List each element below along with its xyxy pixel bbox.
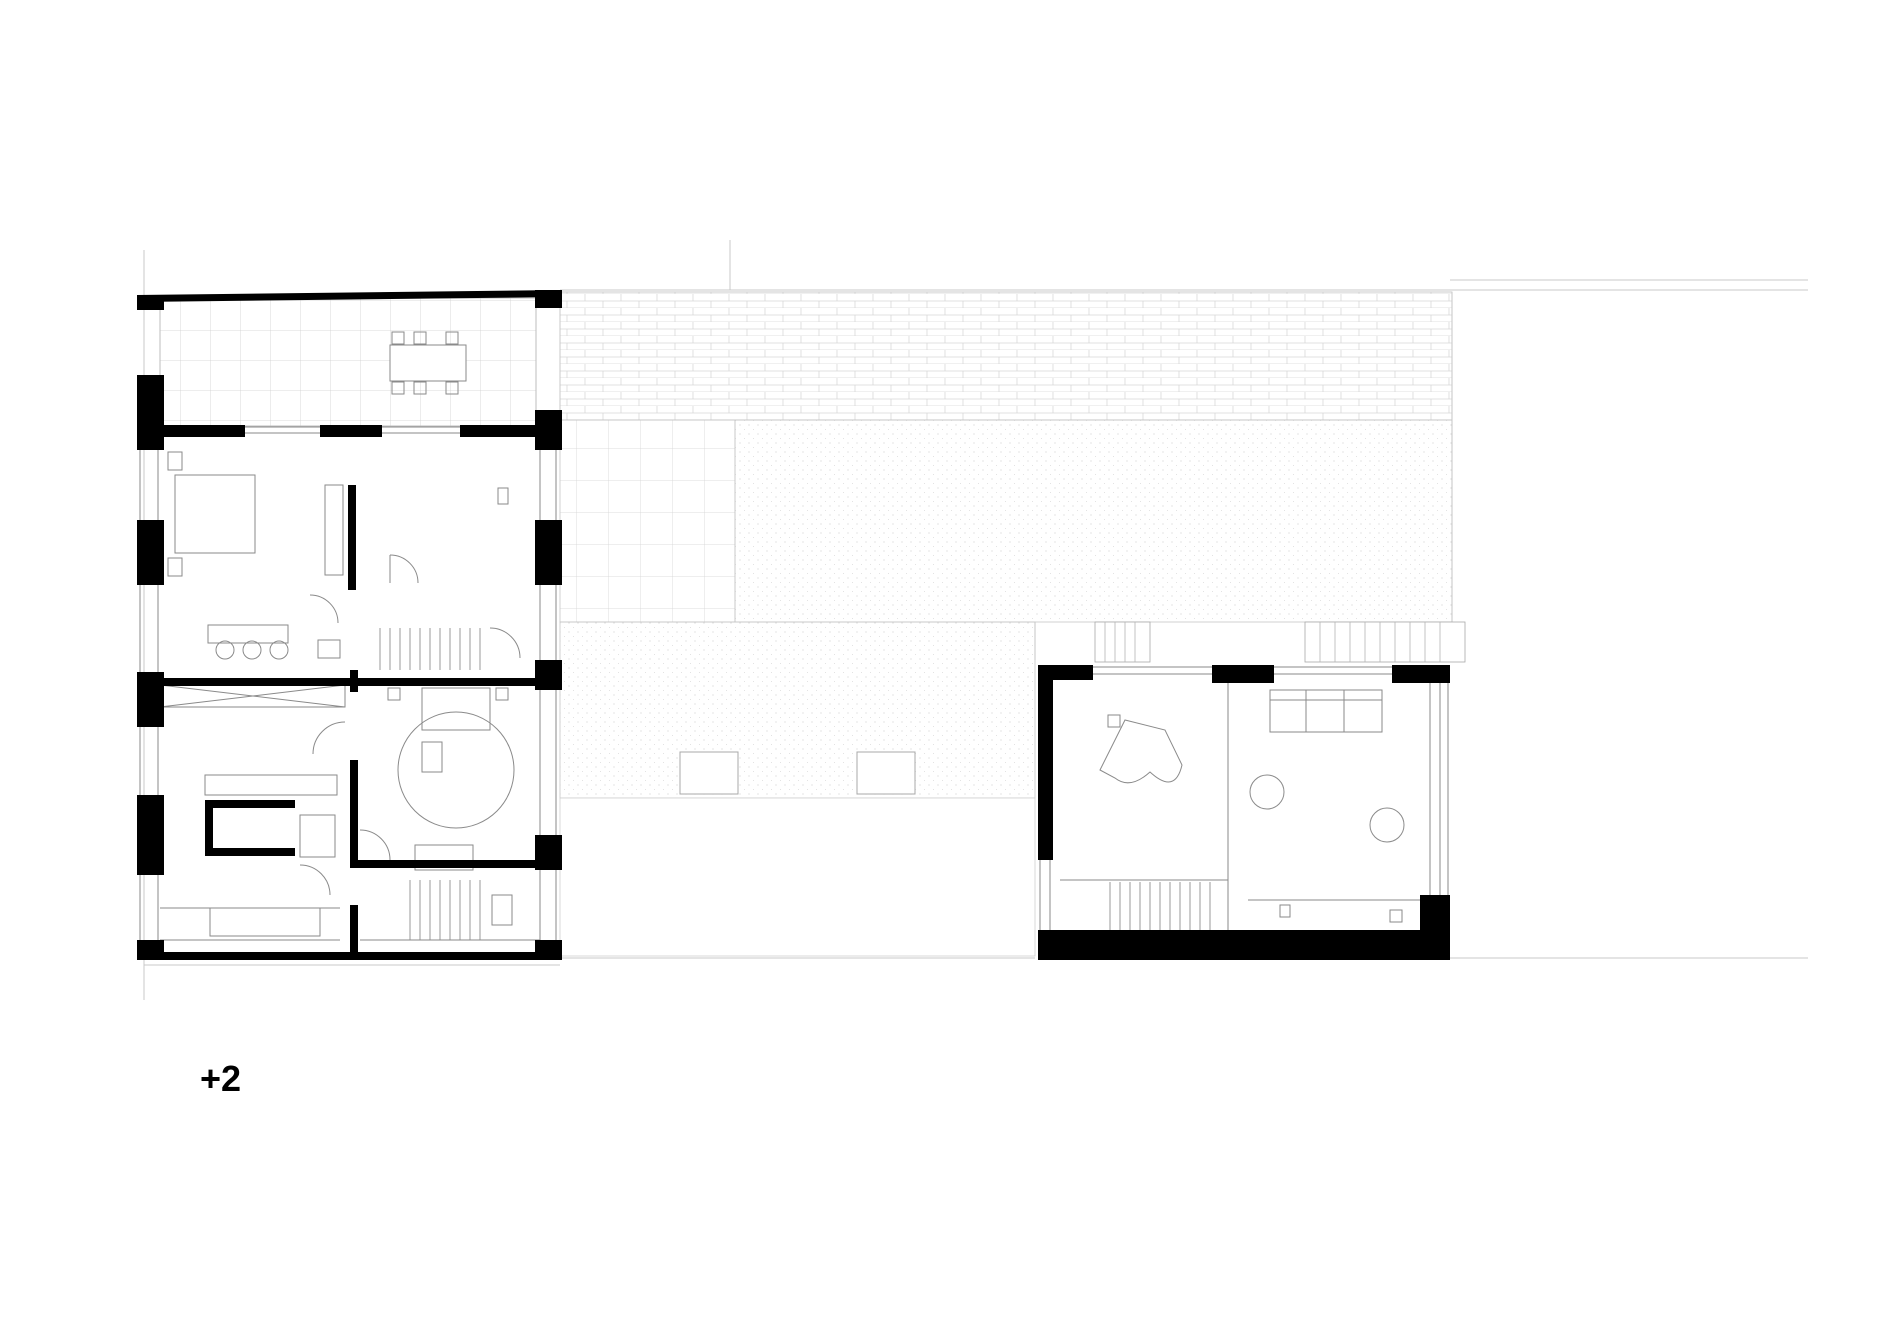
annex-walls bbox=[1038, 665, 1450, 960]
annex-windows bbox=[1039, 666, 1449, 930]
annex-interior bbox=[1060, 680, 1431, 940]
exterior-paving bbox=[559, 291, 1466, 957]
main-house-walls bbox=[137, 290, 562, 960]
main-house-windows bbox=[139, 426, 557, 940]
level-label: +2 bbox=[200, 1058, 242, 1099]
main-house-interior bbox=[159, 297, 540, 941]
